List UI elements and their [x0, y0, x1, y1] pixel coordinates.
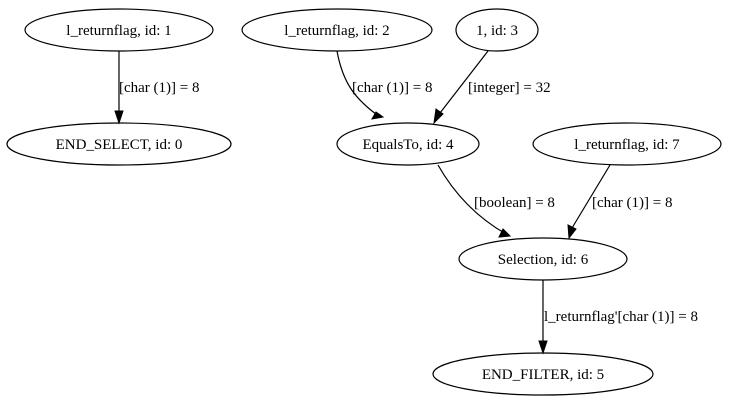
node-5: END_FILTER, id: 5 — [432, 352, 654, 396]
edge-2-to-4-label: [char (1)] = 8 — [352, 80, 433, 96]
node-2: l_returnflag, id: 2 — [241, 8, 433, 52]
edge-1-to-0-label: [char (1)] = 8 — [119, 80, 200, 96]
edge-7-to-6-line — [571, 164, 611, 229]
edge-6-to-5: l_returnflag'[char (1)] = 8 — [538, 280, 698, 355]
edge-3-to-4-label: [integer] = 32 — [468, 80, 551, 96]
node-0: END_SELECT, id: 0 — [6, 122, 232, 166]
edge-3-to-4-line — [439, 50, 489, 114]
edge-4-to-6: [boolean] = 8 — [437, 164, 555, 238]
arrow-head-icon — [114, 110, 124, 125]
arrow-head-icon — [567, 224, 577, 240]
edge-4-to-6-label: [boolean] = 8 — [474, 195, 555, 211]
node-1: l_returnflag, id: 1 — [24, 8, 214, 52]
node-6-label: Selection, id: 6 — [498, 252, 589, 268]
edge-2-to-4: [char (1)] = 8 — [336, 50, 433, 120]
node-1-label: l_returnflag, id: 1 — [66, 23, 171, 39]
arrow-head-icon — [498, 228, 512, 238]
edge-6-to-5-label: l_returnflag'[char (1)] = 8 — [544, 309, 698, 325]
arrow-head-icon — [538, 340, 548, 355]
node-7-label: l_returnflag, id: 7 — [574, 137, 680, 153]
arrow-head-icon — [371, 111, 385, 120]
node-5-label: END_FILTER, id: 5 — [482, 367, 604, 383]
edge-1-to-0: [char (1)] = 8 — [114, 51, 200, 125]
node-7: l_returnflag, id: 7 — [532, 122, 722, 166]
node-3-shape — [455, 8, 539, 52]
node-3-label: 1, id: 3 — [476, 23, 518, 39]
node-2-label: l_returnflag, id: 2 — [284, 23, 389, 39]
edge-7-to-6-label: [char (1)] = 8 — [592, 195, 673, 211]
edge-7-to-6: [char (1)] = 8 — [567, 164, 673, 240]
node-3: 1, id: 3 — [455, 8, 539, 52]
node-4-shape — [336, 122, 480, 166]
node-7-shape — [532, 122, 722, 166]
node-4-label: EqualsTo, id: 4 — [362, 137, 454, 153]
edge-2-to-4-line — [336, 50, 381, 118]
node-6: Selection, id: 6 — [458, 237, 628, 281]
node-4: EqualsTo, id: 4 — [336, 122, 480, 166]
arrow-head-icon — [433, 108, 444, 125]
edge-3-to-4: [integer] = 32 — [433, 50, 551, 125]
edge-4-to-6-line — [437, 164, 507, 235]
node-0-label: END_SELECT, id: 0 — [56, 137, 183, 153]
